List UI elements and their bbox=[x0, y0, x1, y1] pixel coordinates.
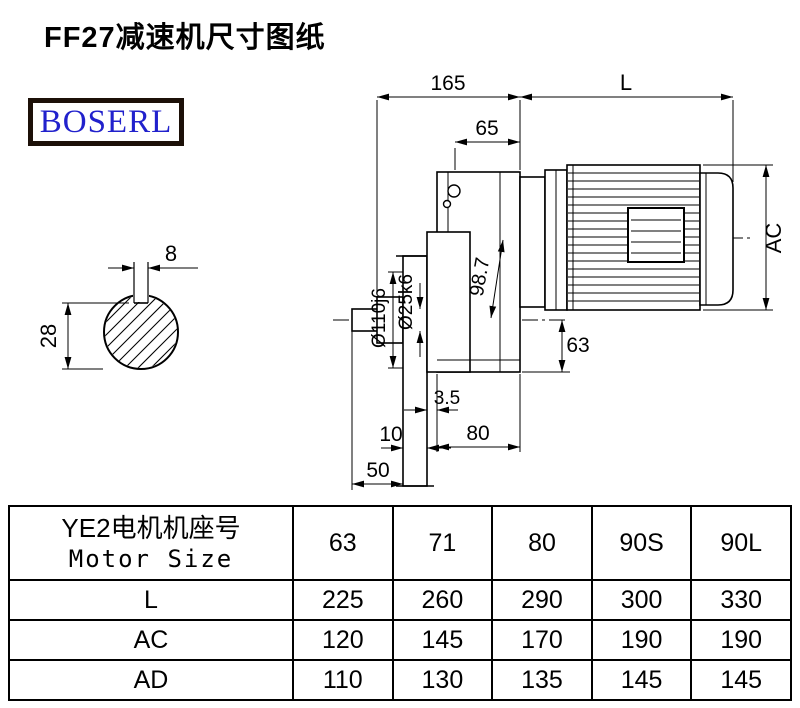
row-label: AC bbox=[8, 619, 294, 661]
motor-size-table: YE2电机机座号 Motor Size 63 71 80 90S 90L L 2… bbox=[8, 505, 792, 701]
table-cell-size-71: 71 bbox=[391, 505, 494, 581]
dim-50-label: 50 bbox=[366, 459, 389, 482]
table-cell: 130 bbox=[391, 659, 494, 701]
dim-flange-dia-label: Ø110j6 bbox=[369, 288, 390, 348]
table-header-row: YE2电机机座号 Motor Size 63 71 80 90S 90L bbox=[8, 505, 792, 581]
table-cell: 145 bbox=[590, 659, 693, 701]
header-en: Motor Size bbox=[68, 544, 234, 573]
table-row-AC: AC 120 145 170 190 190 bbox=[8, 619, 792, 661]
table-cell: 190 bbox=[690, 619, 792, 661]
dim-L-label: L bbox=[620, 70, 632, 95]
row-label: L bbox=[8, 579, 294, 621]
technical-drawing: 8 28 bbox=[36, 70, 786, 490]
table-row-AD: AD 110 130 135 145 145 bbox=[8, 659, 792, 701]
table-cell-size-63: 63 bbox=[292, 505, 394, 581]
main-view bbox=[333, 164, 752, 487]
dim-10-label: 10 bbox=[379, 423, 402, 446]
dim-165-label: 165 bbox=[430, 72, 465, 95]
table-cell-size-80: 80 bbox=[491, 505, 593, 581]
dim-63-label: 63 bbox=[566, 334, 589, 357]
table-cell: 135 bbox=[491, 659, 593, 701]
table-cell: 260 bbox=[391, 579, 494, 621]
boserl-logo-text: BOSERL bbox=[39, 103, 173, 140]
table-cell: 145 bbox=[690, 659, 792, 701]
row-label: AD bbox=[8, 659, 294, 701]
header-cn: YE2电机机座号 bbox=[61, 513, 241, 544]
table-cell: 300 bbox=[590, 579, 693, 621]
dim-80-label: 80 bbox=[466, 422, 489, 445]
dim-key-width-label: 8 bbox=[165, 241, 177, 266]
table-cell: 225 bbox=[292, 579, 394, 621]
table-cell: 120 bbox=[292, 619, 394, 661]
boserl-logo: BOSERL bbox=[28, 98, 184, 146]
table-cell: 290 bbox=[491, 579, 593, 621]
dim-AC-label: AC bbox=[761, 223, 786, 254]
table-cell: 330 bbox=[690, 579, 792, 621]
shaft-section-view: 8 28 bbox=[36, 241, 198, 370]
dim-3-5-label: 3.5 bbox=[434, 388, 460, 409]
table-cell-size-90S: 90S bbox=[590, 505, 693, 581]
dim-section-height-label: 28 bbox=[36, 324, 61, 348]
table-cell: 145 bbox=[391, 619, 494, 661]
page-title: FF27减速机尺寸图纸 bbox=[44, 22, 326, 54]
dim-shaft-dia-label: Ø25k6 bbox=[396, 274, 417, 330]
table-cell: 190 bbox=[590, 619, 693, 661]
table-cell: 110 bbox=[292, 659, 394, 701]
dimension-annotations: 165 L 65 AC 98.7 Ø110j6 Ø25k6 63 3.5 bbox=[351, 70, 786, 490]
table-cell-size-90L: 90L bbox=[690, 505, 792, 581]
table-cell-motor-size: YE2电机机座号 Motor Size bbox=[8, 505, 294, 581]
dim-65-label: 65 bbox=[475, 117, 498, 140]
table-row-L: L 225 260 290 300 330 bbox=[8, 579, 792, 621]
table-cell: 170 bbox=[491, 619, 593, 661]
